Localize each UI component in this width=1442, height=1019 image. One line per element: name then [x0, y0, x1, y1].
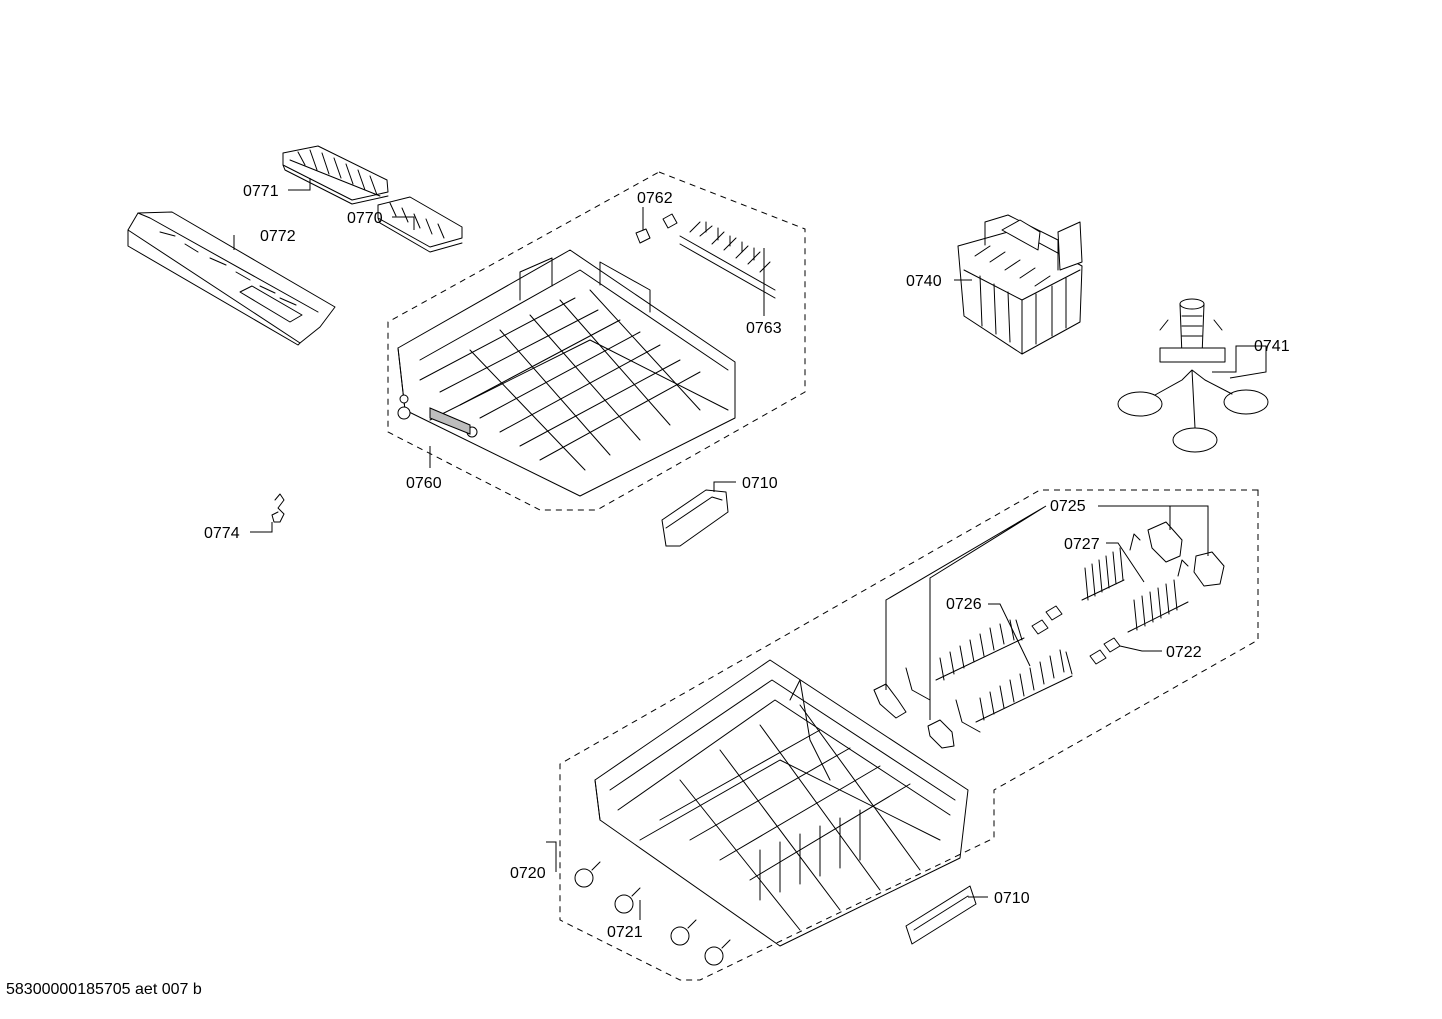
part-0762-clip[interactable]	[635, 213, 678, 244]
label-0727: 0727	[1064, 536, 1100, 553]
label-0726: 0726	[946, 596, 982, 613]
label-0722: 0722	[1166, 644, 1202, 661]
label-0725: 0725	[1050, 498, 1086, 515]
label-0772: 0772	[260, 228, 296, 245]
label-0771: 0771	[243, 183, 279, 200]
part-0771-rack-strip[interactable]	[282, 145, 389, 205]
label-0710-upper: 0710	[742, 475, 778, 492]
part-0725-clips[interactable]	[873, 521, 1225, 749]
part-0721-wheels[interactable]	[574, 861, 731, 966]
part-0770-small-rack[interactable]	[377, 196, 463, 253]
lower-basket-group-outline	[559, 489, 1259, 981]
label-0740: 0740	[906, 273, 942, 290]
label-0770: 0770	[347, 210, 383, 227]
document-code: 58300000185705 aet 007 b	[6, 981, 202, 998]
label-0720: 0720	[510, 865, 546, 882]
part-0772-tray[interactable]	[127, 211, 336, 346]
part-0710-handle-upper[interactable]	[661, 489, 729, 547]
part-0760-upper-basket[interactable]	[397, 249, 736, 497]
label-0774: 0774	[204, 525, 240, 542]
label-0762: 0762	[637, 190, 673, 207]
part-0726-tine-rows[interactable]	[905, 619, 1073, 733]
part-0741-spray-holder[interactable]	[1117, 298, 1269, 453]
label-0721: 0721	[607, 924, 643, 941]
part-0763-tine-row[interactable]	[679, 221, 776, 299]
part-0710-handle-lower[interactable]	[905, 885, 977, 945]
part-0774-hook[interactable]	[271, 493, 285, 523]
label-0760: 0760	[406, 475, 442, 492]
upper-basket-group-outline	[387, 171, 806, 511]
label-0741: 0741	[1254, 338, 1290, 355]
label-0710-lower: 0710	[994, 890, 1030, 907]
part-0727-tine-row[interactable]	[1081, 533, 1189, 633]
leader-lines	[233, 178, 1267, 920]
part-0740-cutlery-basket[interactable]	[957, 214, 1083, 355]
label-0763: 0763	[746, 320, 782, 337]
part-0722-small-clips[interactable]	[1031, 605, 1121, 665]
part-0720-lower-basket[interactable]	[594, 659, 969, 947]
